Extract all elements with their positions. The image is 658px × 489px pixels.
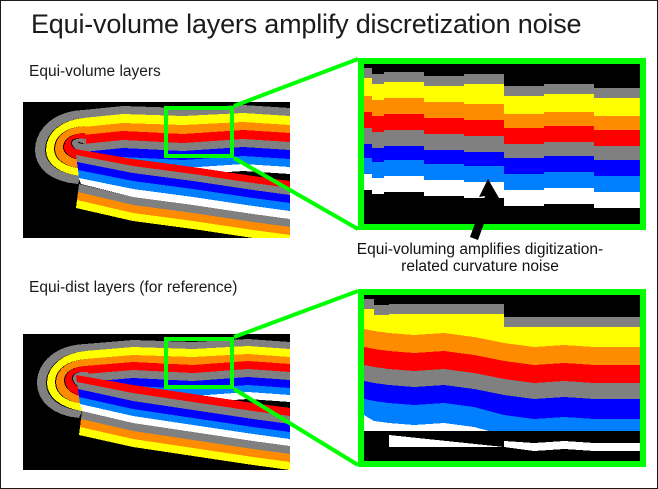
zoom-selection-box-equi-distance[interactable] <box>164 337 234 389</box>
inset-layers-equivolume <box>364 68 640 208</box>
zoom-selection-box-equi-volume[interactable] <box>164 106 234 158</box>
ribbon-panel-equi-volume <box>23 102 290 238</box>
annotation-text: Equi-voluming amplifies digitization- re… <box>312 241 648 276</box>
magnified-inset-equi-volume <box>358 58 646 230</box>
magnified-inset-equi-distance <box>358 289 646 467</box>
annotation-line-2: related curvature noise <box>401 258 559 276</box>
annotation-line-1: Equi-voluming amplifies digitization- <box>356 241 604 258</box>
panel-label-equi-distance: Equi-dist layers (for reference) <box>29 279 238 296</box>
panel-label-equi-volume: Equi-volume layers <box>29 63 161 80</box>
ribbon-panel-equi-distance <box>23 334 290 470</box>
inset-layers-equidist <box>364 299 640 461</box>
figure-title: Equi-volume layers amplify discretizatio… <box>31 9 582 39</box>
